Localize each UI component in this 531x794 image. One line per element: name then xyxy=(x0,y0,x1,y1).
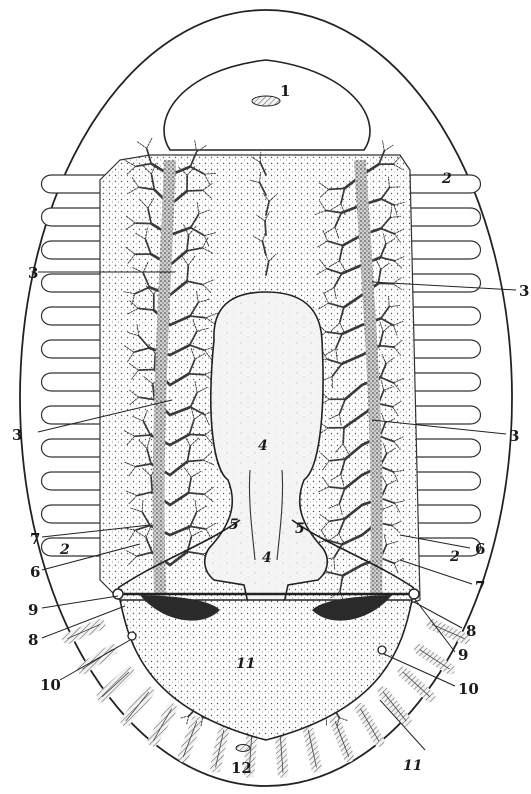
mouth-slit xyxy=(252,96,280,106)
right-pore xyxy=(409,589,419,599)
label-3-left-upper: 3 xyxy=(28,264,38,282)
label-2-left: 2 xyxy=(59,542,70,558)
appendage-right xyxy=(405,340,481,358)
branch-segment xyxy=(139,370,155,371)
label-3-right-lower: 3 xyxy=(509,427,519,445)
left-pore xyxy=(113,589,123,599)
label-10-right: 10 xyxy=(458,680,479,698)
branch-segment xyxy=(343,428,344,444)
posterior-pore xyxy=(236,745,250,752)
branch-segment xyxy=(135,223,151,224)
branch-segment xyxy=(265,221,266,235)
branch-segment xyxy=(187,190,203,191)
label-11-center: 11 xyxy=(236,656,255,672)
label-1: 1 xyxy=(280,82,290,100)
label-5-left: 5 xyxy=(229,517,239,533)
appendage-right xyxy=(405,307,481,325)
label-11-right: 11 xyxy=(403,758,422,774)
branch-segment xyxy=(329,188,345,189)
appendage-right xyxy=(405,373,481,391)
appendage-right xyxy=(405,208,481,226)
right-ring xyxy=(378,646,386,654)
label-7-left: 7 xyxy=(30,530,40,548)
label-6-right: 6 xyxy=(475,540,485,558)
branch-segment xyxy=(154,354,155,370)
label-5-right: 5 xyxy=(295,521,305,537)
label-3-right-upper: 3 xyxy=(519,282,529,300)
label-8-left: 8 xyxy=(28,631,38,649)
appendage-right xyxy=(405,241,481,259)
label-6-left: 6 xyxy=(30,563,40,581)
label-4-upper: 4 xyxy=(258,438,268,454)
label-12: 12 xyxy=(231,759,252,777)
label-2-right: 2 xyxy=(449,549,460,565)
left-ring xyxy=(128,632,136,640)
branch-segment xyxy=(189,374,205,375)
label-9-left: 9 xyxy=(28,601,38,619)
label-9-right: 9 xyxy=(458,646,468,664)
label-7-right: 7 xyxy=(475,578,485,596)
label-4-lower: 4 xyxy=(262,550,272,566)
appendage-right xyxy=(405,274,481,292)
label-2-top-right: 2 xyxy=(441,171,452,187)
branch-segment xyxy=(189,434,205,435)
label-8-right: 8 xyxy=(466,622,476,640)
label-10-left: 10 xyxy=(40,676,61,694)
label-3-left-lower: 3 xyxy=(12,426,22,444)
